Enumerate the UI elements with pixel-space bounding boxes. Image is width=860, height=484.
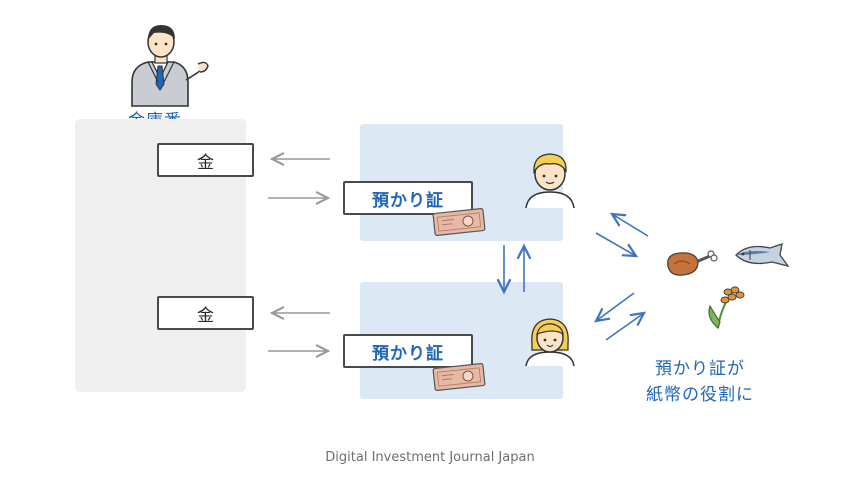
keeper-figure [118,20,210,110]
businessman-presenting-icon [131,25,209,107]
banknote-icon [432,208,486,236]
fish-icon [735,243,790,268]
caption: 預かり証が 紙幣の役割に [600,356,800,408]
caption-line-1: 預かり証が [655,359,745,379]
gold-box-bottom: 金 [157,296,254,330]
short-hair-person-icon [525,153,575,209]
receipt-box-top: 預かり証 [343,181,473,215]
gold-box-top: 金 [157,143,254,177]
bob-hair-person-icon [525,318,575,367]
receipt-box-bottom: 預かり証 [343,334,473,368]
footer-credit: Digital Investment Journal Japan [325,450,535,465]
caption-line-2: 紙幣の役割に [646,385,754,405]
meat-icon [667,250,718,276]
banknote-icon [432,363,486,391]
rice-plant-icon [708,286,745,330]
